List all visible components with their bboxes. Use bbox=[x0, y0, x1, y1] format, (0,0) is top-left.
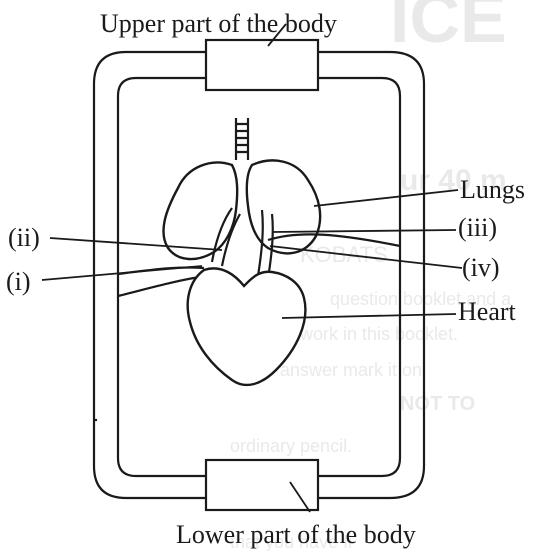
label-heart: Heart bbox=[458, 297, 517, 326]
inner-vessel-loop-right bbox=[318, 78, 400, 476]
svg-text:ICE: ICE bbox=[390, 0, 507, 57]
upper-body-capillary-box bbox=[206, 40, 318, 90]
label-lower-body: Lower part of the body bbox=[176, 520, 416, 549]
label-lungs: Lungs bbox=[460, 175, 525, 204]
label-iv: (iv) bbox=[462, 253, 500, 282]
outer-vessel-loop-right bbox=[318, 52, 424, 498]
label-ii: (ii) bbox=[8, 223, 40, 252]
trachea bbox=[236, 118, 248, 160]
svg-text:work in this booklet.: work in this booklet. bbox=[299, 324, 458, 344]
svg-text:NOT TO: NOT TO bbox=[400, 393, 475, 415]
inner-vessel-loop bbox=[118, 78, 206, 476]
leader-i bbox=[42, 266, 202, 280]
label-upper-body: Upper part of the body bbox=[100, 9, 337, 38]
speck bbox=[95, 419, 97, 421]
outer-vessel-loop bbox=[94, 52, 206, 498]
label-iii: (iii) bbox=[458, 213, 497, 242]
lower-body-capillary-box bbox=[206, 460, 318, 510]
leader-heart bbox=[282, 314, 456, 318]
leader-lungs bbox=[314, 190, 458, 206]
right-lung bbox=[247, 160, 320, 253]
svg-text:ordinary pencil.: ordinary pencil. bbox=[230, 436, 352, 456]
label-i: (i) bbox=[6, 267, 31, 296]
